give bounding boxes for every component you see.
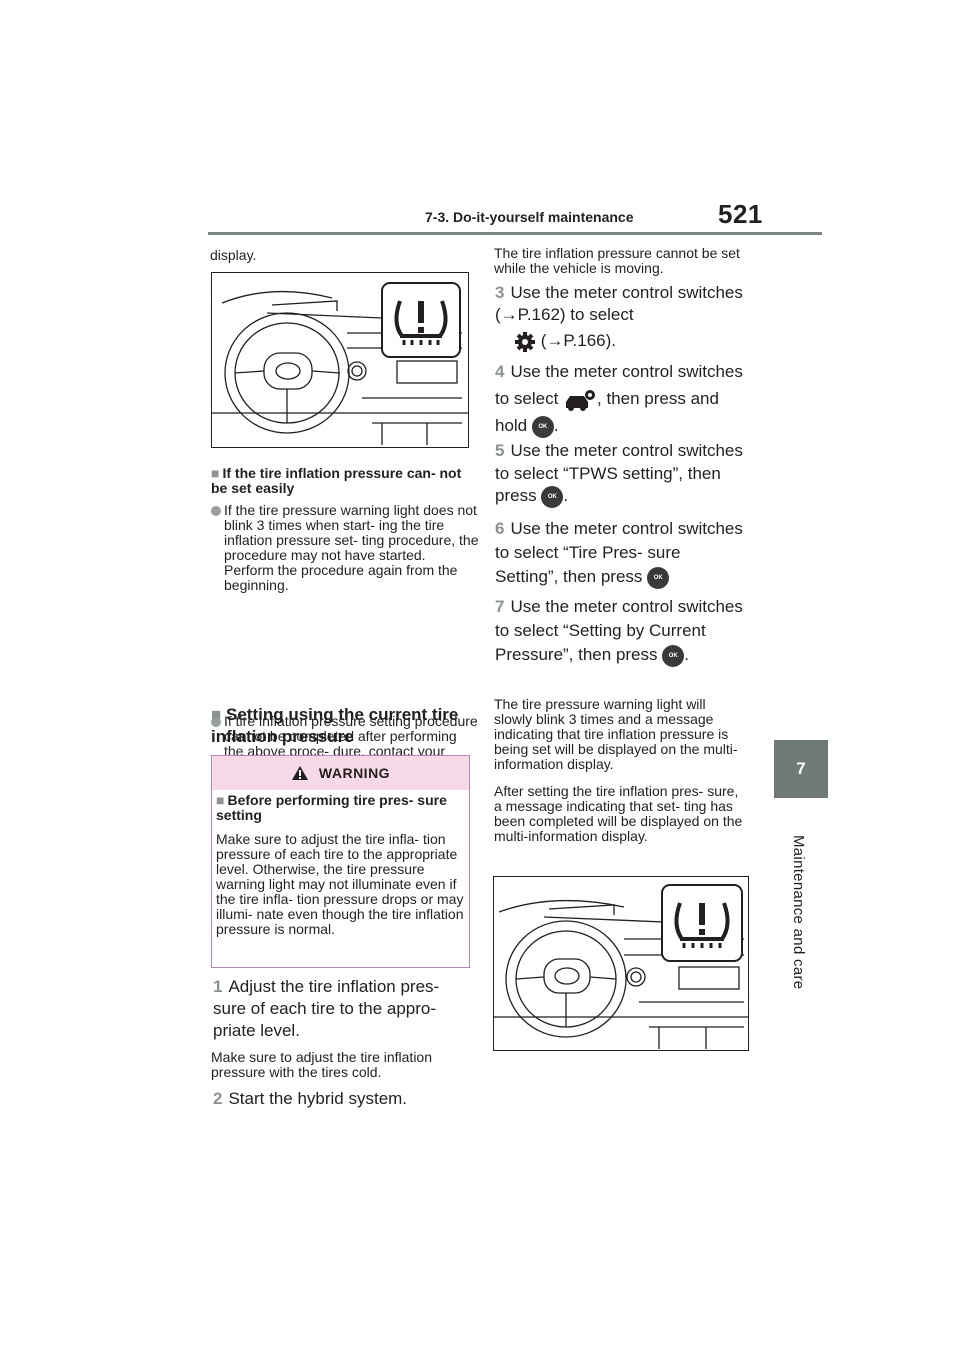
step-text: Use the meter control switches to select… [495,441,743,505]
step-number: 4 [495,362,505,381]
subheading-cannot-set: If the tire inflation pressure can- not … [211,466,469,496]
heading-text: Setting using the current tire inflation… [211,705,459,746]
step-number: 5 [495,441,505,460]
dashboard-illustration-2 [493,876,749,1051]
ok-button-icon: OK [541,485,564,508]
step-number: 6 [495,519,505,538]
warning-header: WARNING [212,756,469,790]
tire-pressure-warning-icon [661,884,743,962]
step-text: Use the meter control switches ( [495,283,743,324]
intro-text: The tire inflation pressure cannot be se… [494,245,740,276]
square-marker: ■ [211,705,222,724]
heading-current-pressure: ■ Setting using the current tire inflati… [211,704,461,748]
bullet-text-1: If the tire pressure warning light does … [224,502,479,593]
ok-button-icon: OK [531,415,554,438]
gear-icon [515,331,535,352]
dashboard-drawing [212,282,468,445]
paren: ( [540,331,547,350]
step-3-line-2: (→P.166). [514,330,616,353]
page-ref-link[interactable]: P.162) to select [517,305,634,324]
vehicle-settings-icon [566,389,596,411]
warning-body: Make sure to adjust the tire infla- tion… [216,831,464,937]
period: . [563,486,569,505]
result-note-2: After setting the tire inflation pres- s… [494,783,743,844]
step-2: 2 Start the hybrid system. [213,1088,469,1110]
step-number: 2 [213,1089,223,1108]
step-text: Adjust the tire inflation pres- sure of … [213,977,440,1040]
display-text: display. [210,247,257,263]
arrow-symbol: → [500,305,518,324]
dashboard-illustration-1 [211,272,469,448]
step-number: 1 [213,977,223,996]
warning-triangle-icon [291,766,308,780]
step-text: Use the meter control switches to select [495,362,743,408]
warning-title: WARNING [318,765,391,781]
chapter-tab-label: Maintenance and care [790,835,807,990]
step-text: Use the meter control switches to select… [495,519,743,586]
step-number: 7 [495,597,505,616]
warning-box: WARNING Before performing tire pres- sur… [211,755,470,968]
step-text: Use the meter control switches to select… [495,597,743,664]
warning-subtitle: Before performing tire pres- sure settin… [216,793,464,823]
ok-button-icon: OK [647,566,670,589]
step-text-cont: , then press and hold [495,389,719,435]
section-title: 7-3. Do-it-yourself maintenance [425,209,634,225]
bullet-item-1: If the tire pressure warning light does … [211,503,479,593]
page-ref-link[interactable]: P.166). [563,331,617,350]
ok-button-icon: OK [662,644,685,667]
page-number: 521 [718,199,763,229]
period: . [553,416,559,435]
result-note-1: The tire pressure warning light will slo… [494,696,738,772]
chapter-tab[interactable]: 7 [774,740,828,798]
step-1-note: Make sure to adjust the tire inflation p… [211,1049,433,1080]
tire-pressure-warning-icon [381,282,461,358]
step-number: 3 [495,283,505,302]
step-text: Start the hybrid system. [228,1089,408,1108]
arrow-symbol: → [546,331,564,350]
dashboard-drawing-2 [494,884,748,1049]
header-rule [208,232,822,235]
period: . [684,645,689,664]
